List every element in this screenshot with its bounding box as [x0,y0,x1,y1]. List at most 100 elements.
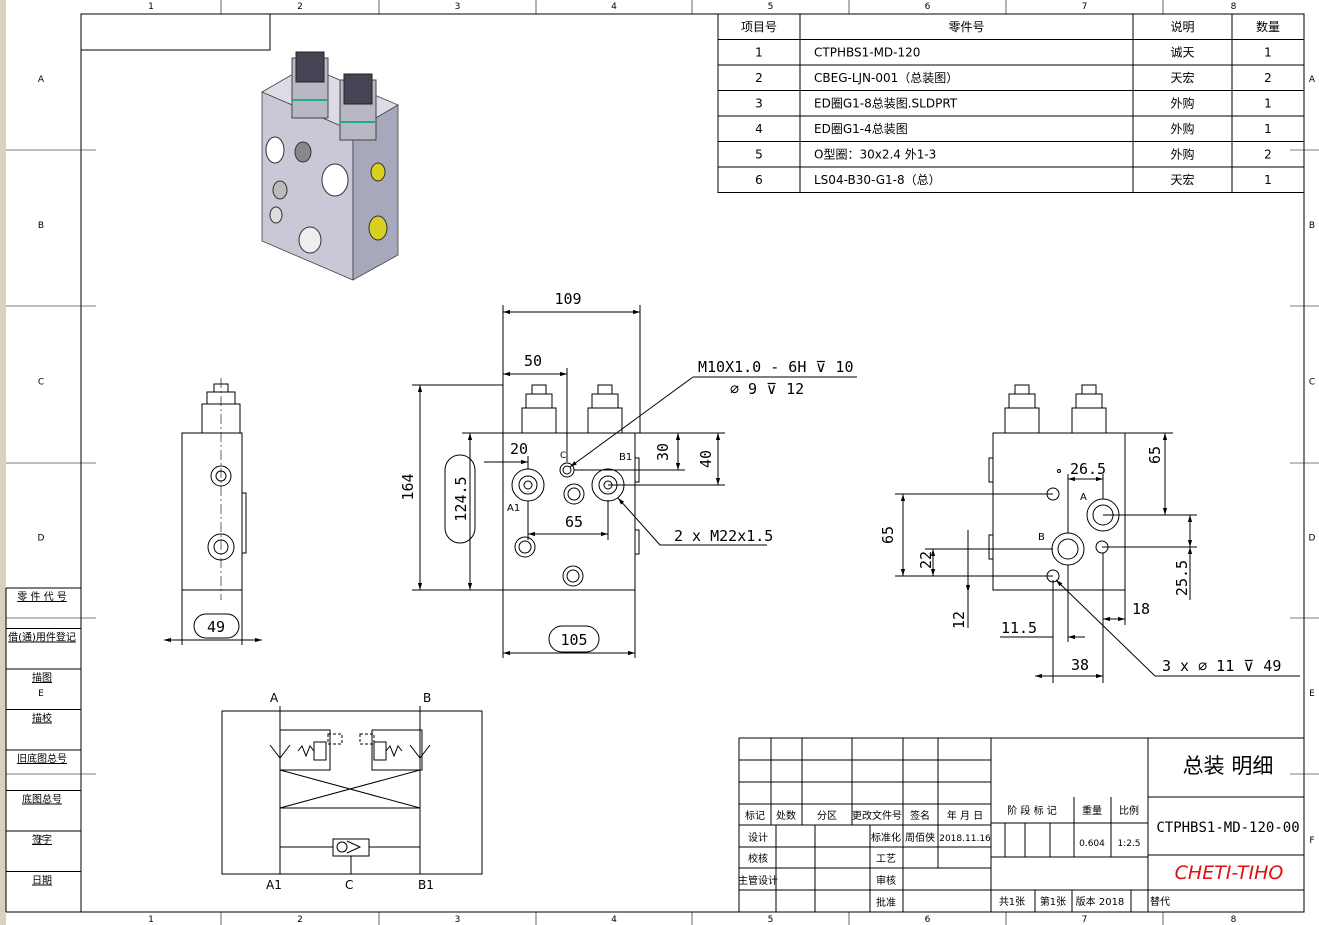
zone-col-top-3: 3 [455,2,461,12]
schematic-a1: A1 [266,878,282,892]
zone-row-right-A: A [1309,75,1316,85]
zone-col-top-2: 2 [297,2,303,12]
dim-25-5: 25.5 [1173,560,1191,596]
zone-row-right-D: D [1309,534,1316,544]
left-strip-label: 描图 [32,671,52,684]
dim-65: 65 [565,513,583,531]
side-view [164,378,262,645]
replace-label: 替代 [1150,895,1170,908]
zone-row-left-C: C [38,378,44,388]
zone-col-bottom-7: 7 [1082,915,1088,925]
dim-back-65-top: 65 [1146,446,1164,464]
rev-header: 处数 [776,809,796,822]
reference-box [80,13,271,51]
schematic-a: A [270,691,279,705]
bom-cell: LS04-B30-G1-8（总） [814,173,941,187]
rev-header: 更改文件号 [852,809,902,822]
bom-cell: 外购 [1170,147,1194,162]
back-port-a-label: A [1080,492,1087,503]
bom-cell: 1 [1264,173,1272,187]
hydraulic-schematic [221,706,483,875]
port-b1-label: B1 [619,452,632,463]
left-strip-label: 借(通)用件登记 [8,631,76,644]
back-view [895,384,1300,683]
bom-cell: 6 [755,173,763,187]
dim-164: 164 [399,473,417,500]
bom-cell: 2 [755,71,763,85]
bom-cell: ED圈G1-8总装图.SLDPRT [814,97,958,111]
sign-date: 2018.11.16 [939,834,991,844]
dim-22: 22 [917,551,935,569]
schematic-b1: B1 [418,878,434,892]
bom-cell: 天宏 [1170,172,1194,187]
bom-cell: 天宏 [1170,70,1194,85]
dim-124-5: 124.5 [452,476,470,521]
bom-cell: 4 [755,122,763,136]
left-strip-label: 日期 [32,875,52,887]
label-check: 校核 [748,852,768,865]
zone-row-right-E: E [1309,689,1315,699]
company-name: CHETI-TIHO [1175,862,1284,884]
left-strip-label: 签字 [32,833,52,846]
scale-value: 1:2.5 [1117,839,1140,849]
weight-value: 0.604 [1079,839,1105,849]
sheet-number: 第1张 [1040,895,1066,908]
dim-50: 50 [524,352,542,370]
dim-26-5: 26.5 [1070,460,1106,478]
rev-header: 年 月 日 [947,809,983,822]
label-standard: 标准化 [871,831,901,844]
dim-back-65: 65 [879,526,897,544]
bom-cell: 2 [1264,71,1272,85]
bom-cell: 1 [1264,122,1272,136]
sheet-count: 共1张 [999,896,1025,908]
rev-header: 签名 [910,809,930,822]
zone-row-right-B: B [1309,221,1315,231]
bom-cell: 外购 [1170,96,1194,111]
dim-12: 12 [950,611,968,629]
label-design: 设计 [748,831,768,844]
bom-cell: ED圈G1-4总装图 [814,122,908,136]
bom-cell: 外购 [1170,121,1194,136]
zone-col-bottom-1: 1 [148,915,154,925]
left-strip-label: 描校 [32,712,52,725]
zone-row-left-B: B [38,221,44,231]
label-scale: 比例 [1119,804,1139,817]
bom-header: 零件号 [948,20,984,34]
label-review: 审核 [876,874,896,887]
zone-col-top-6: 6 [925,2,931,12]
port-a1-label: A1 [507,503,520,514]
label-stage: 阶 段 标 记 [1007,804,1057,817]
rev-header: 标记 [745,810,765,822]
label-process: 工艺 [876,853,896,865]
bom-cell: 5 [755,148,763,162]
thread-callout-dia9: ⌀ 9 ⊽ 12 [730,380,804,398]
bom-cell: 3 [755,97,763,111]
bom-cell: 诚天 [1170,46,1194,60]
bom-header: 说明 [1170,19,1194,34]
zone-col-top-5: 5 [768,2,774,12]
zone-row-left-A: A [38,75,45,85]
zone-col-bottom-2: 2 [297,915,303,925]
zone-col-top-1: 1 [148,2,154,12]
rev-header: 分区 [817,810,837,822]
bom-cell: CTPHBS1-MD-120 [814,46,920,60]
dim-38: 38 [1071,656,1089,674]
zone-row-left-D: D [38,534,45,544]
bom-cell: CBEG-LJN-001（总装图） [814,71,958,85]
bom-cell: O型圈：30x2.4 外1-3 [814,148,936,162]
left-strip-label: 零 件 代 号 [17,591,67,603]
back-port-b-label: B [1038,532,1045,543]
standard-name: 周佰侠 [905,831,935,844]
zone-col-bottom-6: 6 [925,915,931,925]
zone-row-left-E: E [38,689,44,699]
zone-col-bottom-8: 8 [1231,915,1237,925]
zone-row-right-C: C [1309,378,1315,388]
bom-header: 项目号 [741,20,777,34]
thread-callout-m10: M10X1.0 - 6H ⊽ 10 [698,358,853,376]
label-chief: 主管设计 [738,874,778,887]
zone-col-bottom-5: 5 [768,915,774,925]
dim-20: 20 [510,440,528,458]
dim-105: 105 [560,631,587,649]
